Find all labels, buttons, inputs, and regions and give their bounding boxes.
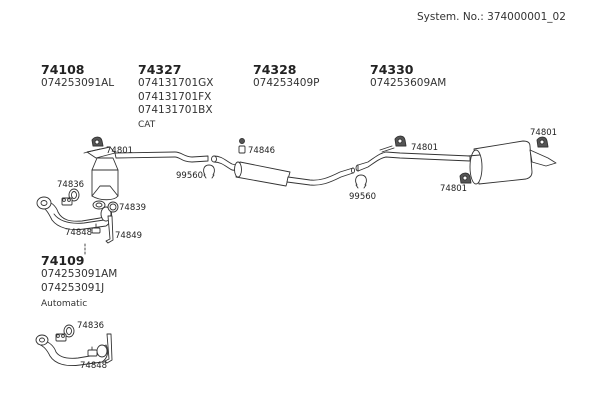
bracket-74849[interactable] [105, 215, 114, 244]
callout-99560-b[interactable]: 99560 [349, 192, 377, 202]
callout-74801-rear-top[interactable]: 74801 [530, 128, 558, 138]
intermediate-pipe[interactable] [114, 151, 209, 163]
bracket-74849-bottom[interactable] [104, 333, 113, 364]
part-number: 074253409P [253, 77, 320, 89]
group-74327[interactable]: 74327 074131701GX 074131701FX 074131701B… [138, 63, 213, 132]
gasket-74836-top[interactable] [61, 188, 80, 206]
gasket-74839[interactable] [107, 201, 119, 213]
callout-74836-bottom[interactable]: 74836 [77, 321, 105, 331]
callout-99560-a[interactable]: 99560 [176, 171, 204, 181]
callout-74839[interactable]: 74839 [119, 203, 147, 213]
group-74109[interactable]: 74109 074253091AM 074253091J Automatic [41, 254, 117, 311]
front-pipe-74108[interactable] [36, 196, 113, 231]
bracket-74846[interactable] [238, 138, 246, 154]
group-title: 74327 [138, 62, 182, 77]
callout-74801-mid[interactable]: 74801 [411, 143, 439, 153]
rear-muffler-74330[interactable] [467, 140, 557, 185]
system-number: System. No.: 374000001_02 [417, 11, 566, 23]
callout-74836-top[interactable]: 74836 [57, 180, 85, 190]
hanger-74801-front[interactable] [91, 136, 104, 147]
callout-74846[interactable]: 74846 [248, 146, 276, 156]
group-note: CAT [138, 119, 156, 130]
part-number: 074131701BX [138, 104, 213, 116]
callout-74801-front[interactable]: 74801 [106, 146, 134, 156]
mount-74848-bottom[interactable] [87, 346, 98, 357]
group-74330[interactable]: 74330 074253609AM [370, 63, 446, 91]
part-number: 074253091J [41, 281, 105, 294]
callout-74848-bottom[interactable]: 74848 [80, 361, 108, 371]
group-note: Automatic [41, 299, 88, 309]
center-muffler-74328[interactable] [211, 155, 355, 187]
hanger-74801-rear-low[interactable] [459, 172, 472, 184]
clamp-99560-a[interactable] [203, 164, 215, 179]
part-number: 074131701GX [138, 77, 214, 89]
group-title: 74328 [253, 62, 297, 77]
front-pipe-74109[interactable] [35, 334, 109, 367]
group-74108[interactable]: 74108 074253091AL [41, 63, 114, 91]
callout-74801-rear-low[interactable]: 74801 [440, 184, 468, 194]
group-title: 74108 [41, 62, 85, 77]
catalytic-converter-74327[interactable] [83, 146, 119, 210]
part-number: 074131701FX [138, 90, 212, 103]
clamp-99560-b[interactable] [355, 174, 367, 189]
callout-74849[interactable]: 74849 [115, 231, 143, 241]
group-title: 74109 [41, 253, 85, 268]
hanger-74801-rear-top[interactable] [536, 136, 549, 148]
hanger-74801-mid[interactable] [394, 135, 407, 147]
gasket-74836-bottom[interactable] [55, 324, 75, 342]
part-number: 074253091AL [41, 77, 115, 89]
part-number: 074253609AM [370, 77, 447, 89]
group-title: 74330 [370, 62, 414, 77]
mount-74848-top[interactable] [91, 223, 101, 234]
part-number: 074253091AM [41, 268, 118, 280]
callout-74848-top[interactable]: 74848 [65, 228, 93, 238]
group-74328[interactable]: 74328 074253409P [253, 63, 319, 91]
